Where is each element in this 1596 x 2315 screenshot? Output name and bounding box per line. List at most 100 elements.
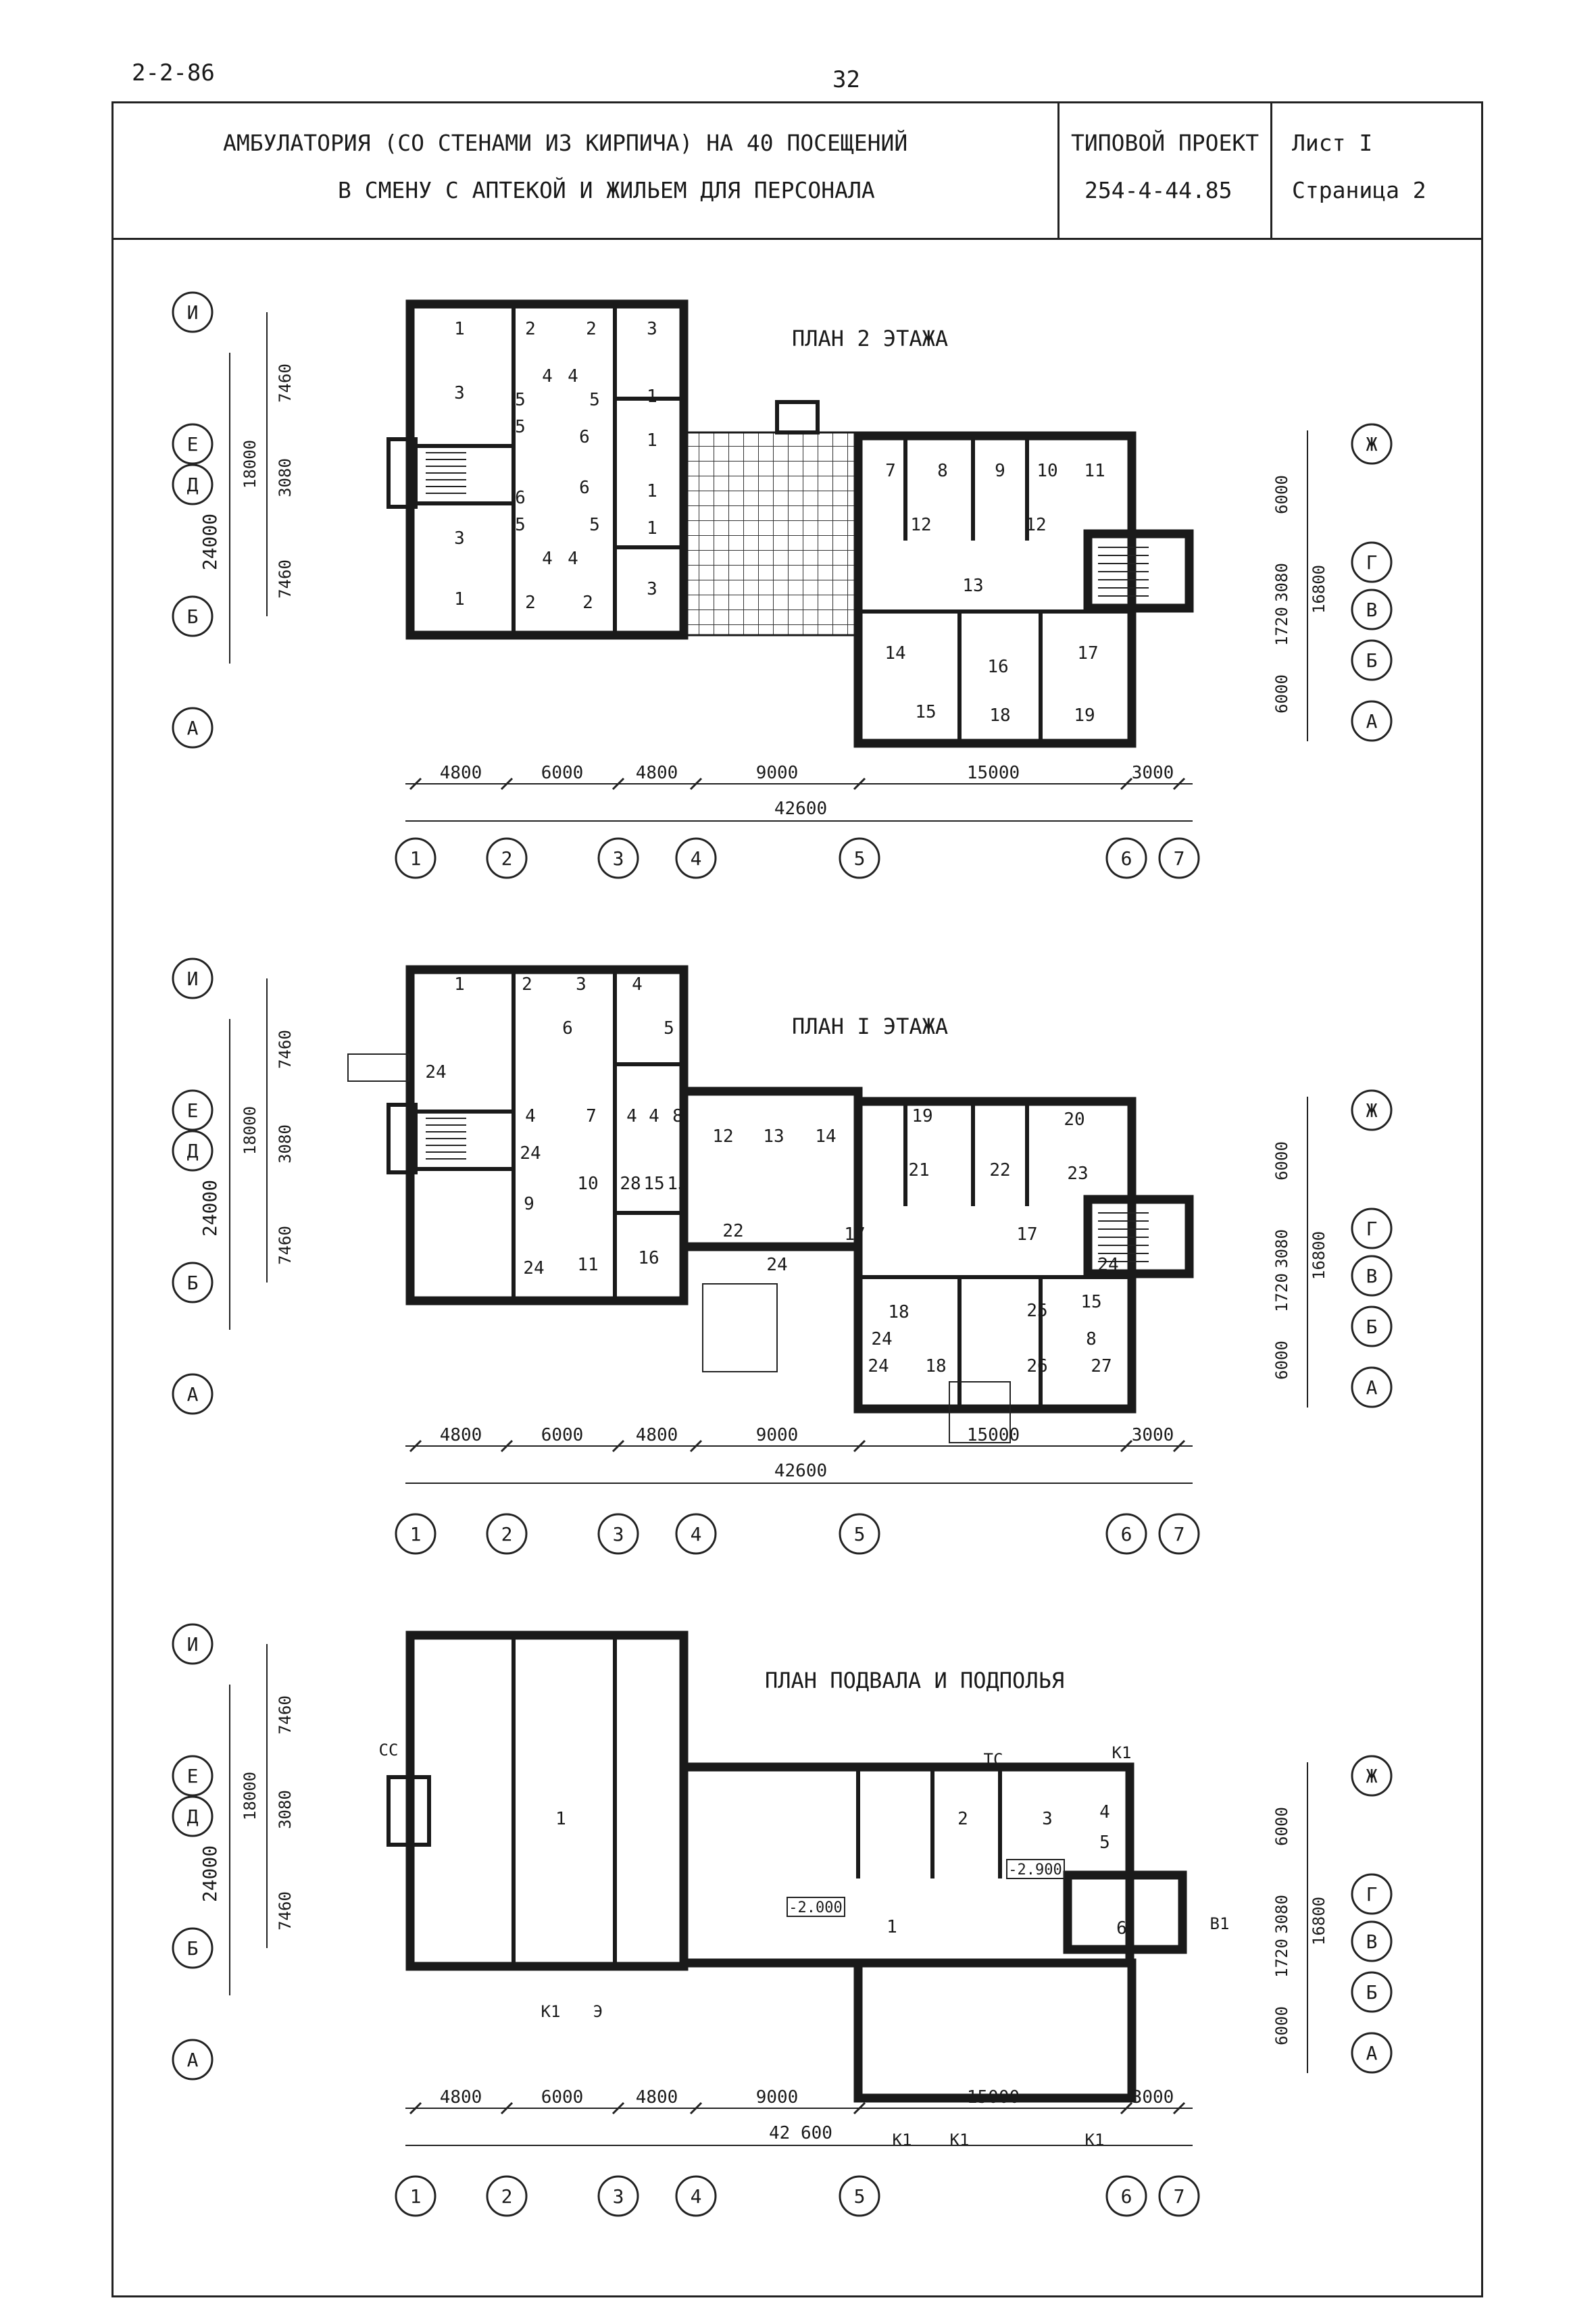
title-line-1: АМБУЛАТОРИЯ (СО СТЕНАМИ ИЗ КИРПИЧА) НА 4… — [223, 130, 908, 156]
axis-label: А — [1366, 1376, 1378, 1399]
utility-label: К1 — [1085, 2131, 1105, 2149]
plan-title-floor-1: ПЛАН I ЭТАЖА — [792, 1014, 949, 1039]
dim-tick — [1172, 2101, 1186, 2115]
dim-tick — [409, 1439, 422, 1453]
axis-bubble — [1158, 2175, 1200, 2217]
utility-label: ТС — [984, 1750, 1003, 1769]
room-number: 22 — [722, 1221, 743, 1241]
axis-label: Г — [1366, 1883, 1378, 1906]
axis-bubble — [172, 1927, 214, 1969]
room-number: 3 — [454, 383, 465, 403]
project-number: 254-4-44.85 — [1084, 177, 1232, 203]
basement-left-wall — [405, 1631, 689, 1971]
axis-label: Ж — [1366, 433, 1378, 455]
room-number: 15 — [1080, 1292, 1101, 1312]
room-number: 24 — [868, 1356, 889, 1376]
room-number: 28 — [620, 1174, 641, 1194]
axis-bubble — [172, 1373, 214, 1415]
room-number: 5 — [589, 390, 600, 410]
room-number: 17 — [1016, 1224, 1037, 1245]
dim-tick — [1172, 1439, 1186, 1453]
axis-label: В — [1366, 599, 1378, 621]
room-number: 19 — [1074, 705, 1095, 726]
room-number: 1 — [555, 1809, 566, 1829]
axis-label: 4 — [691, 1523, 702, 1545]
dim-value: 15000 — [967, 763, 1020, 783]
room-number: 6 — [515, 488, 526, 508]
axis-label: 1 — [410, 1523, 422, 1545]
dim-tick — [409, 2101, 422, 2115]
room-number: 5 — [589, 515, 600, 535]
room-number: 12 — [1025, 515, 1046, 535]
stair-annex-wall — [1083, 529, 1194, 613]
side-stair — [347, 1053, 409, 1082]
axis-bubble — [172, 423, 214, 465]
right-block-wall — [853, 1097, 1137, 1414]
left-annex-wall — [386, 1103, 418, 1174]
front-stair — [949, 1381, 1011, 1443]
dim-value-vertical: 1720 — [1272, 607, 1291, 646]
room-number: 27 — [1091, 1356, 1112, 1376]
room-number: 23 — [1067, 1164, 1088, 1184]
room-number: 1 — [454, 974, 465, 995]
axis-label: Д — [187, 1140, 199, 1162]
room-number: 16 — [987, 657, 1008, 677]
axis-label: А — [1366, 2042, 1378, 2064]
room-number: 5 — [515, 515, 526, 535]
dim-value-vertical: 3080 — [1272, 1229, 1291, 1268]
axis-label: Д — [187, 474, 199, 496]
dim-tick — [853, 2101, 866, 2115]
room-number: 18 — [925, 1356, 946, 1376]
room-number: 17 — [1077, 643, 1098, 664]
room-number: 7 — [885, 461, 896, 481]
dim-value-vertical: 1720 — [1272, 1939, 1291, 1978]
dim-tick — [1120, 777, 1133, 791]
dim-value: 4800 — [440, 2087, 482, 2108]
basement-entry — [386, 1775, 431, 1847]
room-number: 14 — [815, 1126, 836, 1147]
axis-bubble — [395, 1513, 437, 1555]
right-block-wall — [853, 431, 1137, 748]
axis-bubble — [172, 1262, 214, 1303]
axis-label: 6 — [1121, 1523, 1132, 1545]
dim-value-vertical: 24000 — [199, 1180, 221, 1237]
axis-label: Ж — [1366, 1099, 1378, 1122]
room-number: 13 — [962, 576, 983, 596]
utility-label: К1 — [541, 2002, 561, 2021]
room-number: 4 — [542, 549, 553, 569]
axis-bubble — [597, 837, 639, 879]
dim-value: 6000 — [541, 2087, 584, 2108]
dim-value-vertical: 24000 — [199, 1845, 221, 1902]
axis-label: Б — [187, 605, 199, 628]
axis-label: Е — [187, 1765, 199, 1787]
axis-label: И — [187, 968, 199, 990]
basement-annex-wall — [1063, 1870, 1187, 1954]
dim-value-vertical: 6000 — [1272, 674, 1291, 714]
room-number: 3 — [1042, 1809, 1053, 1829]
axis-bubble — [597, 1513, 639, 1555]
axis-label: 2 — [501, 1523, 513, 1545]
dim-tick — [689, 777, 703, 791]
axis-bubble — [172, 291, 214, 333]
dim-total: 42 600 — [769, 2123, 832, 2143]
dim-value: 4800 — [440, 763, 482, 783]
axis-bubble — [675, 1513, 717, 1555]
basement-right-wall — [853, 1958, 1137, 2103]
room-number: 3 — [647, 579, 657, 599]
axis-label: Г — [1366, 1218, 1378, 1240]
dim-value: 15000 — [967, 1425, 1020, 1445]
room-number: 5 — [664, 1018, 674, 1039]
room-number: 4 — [525, 1106, 536, 1126]
axis-bubble — [675, 837, 717, 879]
room-number: 6 — [579, 427, 590, 447]
axis-label: 7 — [1174, 2185, 1185, 2208]
page-number: 32 — [832, 66, 860, 93]
room-number: 5 — [1099, 1833, 1110, 1853]
title-line-2: В СМЕНУ С АПТЕКОЙ И ЖИЛЬЕМ ДЛЯ ПЕРСОНАЛА — [338, 177, 875, 203]
room-number: 4 — [568, 366, 578, 387]
room-number: 2 — [522, 974, 532, 995]
utility-label: К1 — [893, 2131, 912, 2149]
axis-bubble — [1351, 1366, 1393, 1408]
axis-bubble — [395, 837, 437, 879]
title-block-divider — [1057, 101, 1059, 240]
